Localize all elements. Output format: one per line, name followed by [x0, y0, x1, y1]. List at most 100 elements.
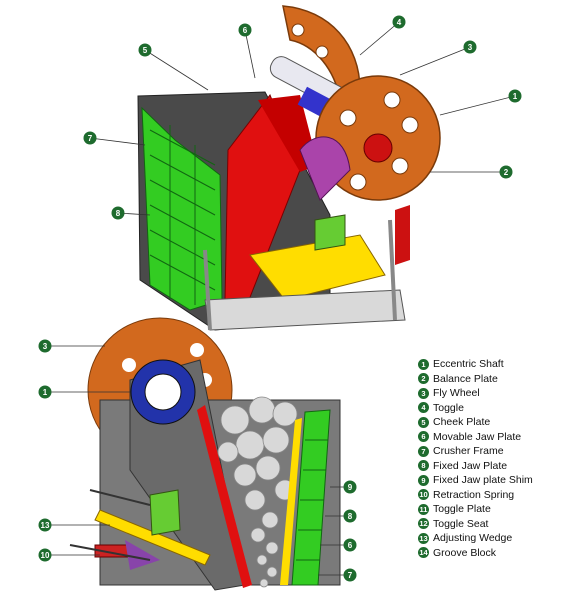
- legend-label: Eccentric Shaft: [433, 358, 504, 371]
- callout-circle: [38, 339, 52, 353]
- legend-item: 7 Crusher Frame: [418, 444, 566, 459]
- legend: 1 Eccentric Shaft 2 Balance Plate 3 Fly Wheel…: [418, 357, 566, 560]
- legend-item: 2 Balance Plate: [418, 372, 566, 387]
- top-isometric-view: [89, 5, 516, 331]
- legend-label: Toggle: [433, 401, 464, 414]
- callout-circle: [38, 548, 52, 562]
- callout-number: 3: [43, 342, 48, 351]
- callout-badge: 6: [343, 538, 357, 552]
- callout-circle: [83, 131, 97, 145]
- legend-item: 1 Eccentric Shaft: [418, 357, 566, 372]
- callout-number: 1: [513, 92, 518, 101]
- callout-number: 4: [397, 18, 402, 27]
- callout-badge: 8: [111, 206, 125, 220]
- callout-circle: [343, 509, 357, 523]
- legend-item: 10 Retraction Spring: [418, 488, 566, 503]
- legend-label: Cheek Plate: [433, 416, 491, 429]
- legend-number-badge: 12: [418, 518, 429, 530]
- legend-number-badge: 4: [418, 402, 429, 414]
- callout-number: 10: [41, 551, 50, 560]
- callout-circle: [111, 206, 125, 220]
- callout-badge: 13: [38, 518, 52, 532]
- callout-badge: 3: [463, 40, 477, 54]
- callout-badge: 8: [343, 509, 357, 523]
- legend-item: 5 Cheek Plate: [418, 415, 566, 430]
- legend-number-badge: 13: [418, 532, 429, 544]
- rocks: [217, 396, 298, 588]
- legend-number-badge: 7: [418, 445, 429, 457]
- callout-badge: 2: [499, 165, 513, 179]
- callout-circle: [343, 568, 357, 582]
- callout-number: 7: [88, 134, 93, 143]
- legend-item: 4 Toggle: [418, 401, 566, 416]
- callout-number: 9: [348, 483, 353, 492]
- callout-number: 8: [116, 209, 121, 218]
- legend-label: Toggle Seat: [433, 517, 489, 530]
- callout-number: 6: [348, 541, 353, 550]
- legend-label: Fly Wheel: [433, 387, 480, 400]
- callout-circle: [508, 89, 522, 103]
- callout-circle: [343, 480, 357, 494]
- callout-number: 1: [43, 388, 48, 397]
- legend-item: 3 Fly Wheel: [418, 386, 566, 401]
- fixed-jaw-shim: [280, 418, 302, 585]
- legend-number-badge: 9: [418, 474, 429, 486]
- callout-number: 5: [143, 46, 148, 55]
- legend-label: Toggle Plate: [433, 503, 491, 516]
- callout-circle: [499, 165, 513, 179]
- callout-circle: [138, 43, 152, 57]
- callout-number: 3: [468, 43, 473, 52]
- legend-label: Groove Block: [433, 546, 497, 559]
- legend-item: 11 Toggle Plate: [418, 502, 566, 517]
- callout-number: 7: [348, 571, 353, 580]
- callout-circle: [238, 23, 252, 37]
- legend-number-badge: 8: [418, 460, 429, 472]
- callout-badge: 1: [508, 89, 522, 103]
- legend-item: 8 Fixed Jaw Plate: [418, 459, 566, 474]
- legend-label: Crusher Frame: [433, 445, 504, 458]
- callout-badge: 3: [38, 339, 52, 353]
- legend-item: 12 Toggle Seat: [418, 517, 566, 532]
- legend-number-badge: 14: [418, 547, 429, 559]
- legend-label: Fixed Jaw Plate: [433, 459, 508, 472]
- legend-number-badge: 1: [418, 358, 429, 370]
- callout-badge: 7: [83, 131, 97, 145]
- callout-number: 2: [504, 168, 509, 177]
- callout-badge: 6: [238, 23, 252, 37]
- legend-label: Adjusting Wedge: [433, 532, 513, 545]
- legend-number-badge: 2: [418, 373, 429, 385]
- fixed-jaw-plate-section: [291, 409, 331, 586]
- legend-label: Balance Plate: [433, 372, 498, 385]
- legend-number-badge: 3: [418, 387, 429, 399]
- legend-item: 13 Adjusting Wedge: [418, 531, 566, 546]
- legend-item: 14 Groove Block: [418, 546, 566, 561]
- callout-circle: [38, 518, 52, 532]
- bottom-section-view: [50, 317, 345, 591]
- toggle-plate-section: [94, 509, 211, 566]
- legend-label: Retraction Spring: [433, 488, 515, 501]
- legend-label: Fixed Jaw plate Shim: [433, 474, 533, 487]
- balance-plate: [299, 136, 351, 201]
- callout-number: 6: [243, 26, 248, 35]
- legend-label: Movable Jaw Plate: [433, 430, 522, 443]
- callout-number: 8: [348, 512, 353, 521]
- callout-badge: 9: [343, 480, 357, 494]
- legend-item: 9 Fixed Jaw plate Shim: [418, 473, 566, 488]
- callout-badge: 10: [38, 548, 52, 562]
- legend-number-badge: 11: [418, 503, 429, 515]
- callout-badge: 4: [392, 15, 406, 29]
- callout-badge: 5: [138, 43, 152, 57]
- legend-number-badge: 5: [418, 416, 429, 428]
- callout-badge: 7: [343, 568, 357, 582]
- callout-badge: 1: [38, 385, 52, 399]
- callout-circle: [343, 538, 357, 552]
- legend-item: 6 Movable Jaw Plate: [418, 430, 566, 445]
- callout-number: 13: [41, 521, 50, 530]
- movable-jaw-plate-red: [197, 405, 252, 588]
- callout-circle: [38, 385, 52, 399]
- callout-circle: [392, 15, 406, 29]
- legend-number-badge: 10: [418, 489, 429, 501]
- callout-circle: [463, 40, 477, 54]
- legend-number-badge: 6: [418, 431, 429, 443]
